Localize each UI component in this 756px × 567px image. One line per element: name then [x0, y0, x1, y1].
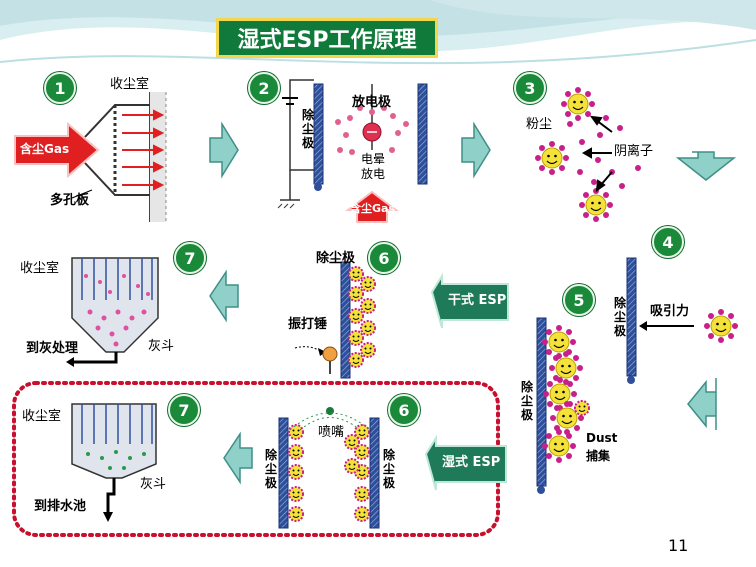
page-number: 11: [668, 536, 689, 555]
wet6-collector-left-label: 除尘极: [264, 448, 277, 490]
step6-collector-label: 除尘极: [316, 251, 356, 266]
wet6-collector-right-label: 除尘极: [382, 448, 395, 490]
slide-title: 湿式ESP工作原理: [216, 18, 438, 58]
step-number-6-dry: 6: [368, 242, 400, 274]
step1-gas-label: 含尘Gas: [20, 142, 70, 156]
step-number-1: 1: [44, 72, 76, 104]
wet6-nozzle-label: 喷嘴: [318, 425, 345, 440]
step2-gas-label: 含尘Gas: [350, 202, 395, 215]
step2-collector-label: 除尘极: [301, 108, 314, 150]
step7-hopper-label: 灰斗: [148, 339, 175, 354]
wet7-drain-label: 到排水池: [34, 499, 87, 514]
wet7-hopper-label: 灰斗: [140, 477, 167, 492]
step-number-7-dry: 7: [174, 242, 206, 274]
step2-electrode-label: 放电极: [352, 95, 392, 110]
step1-plate-label: 多孔板: [50, 193, 90, 208]
step-number-5: 5: [563, 284, 595, 316]
step-number-7-wet: 7: [168, 394, 200, 426]
wet7-room-label: 收尘室: [22, 409, 62, 424]
step6-hammer-label: 振打锤: [288, 317, 328, 332]
step4-graphic: [626, 257, 739, 384]
step1-room-label: 收尘室: [110, 77, 150, 92]
step-number-3: 3: [514, 72, 546, 104]
step-number-6-wet: 6: [388, 394, 420, 426]
step4-force-label: 吸引力: [650, 304, 690, 319]
step7-dry-graphic: [66, 257, 159, 367]
step5-collector-label: 除尘极: [520, 380, 533, 422]
wet-esp-badge: 湿式 ESP: [442, 455, 501, 470]
flow-arrow-4-5: [687, 378, 717, 430]
step7-wet-graphic: [71, 403, 157, 522]
step2-corona-label: 电晕放电: [360, 152, 385, 181]
dry-esp-badge: 干式 ESP: [448, 293, 507, 308]
step3-ion-label: 阴离子: [614, 144, 654, 159]
step-number-4: 4: [652, 226, 684, 258]
step5-graphic: [536, 317, 590, 494]
flow-arrow-6-7-dry: [209, 269, 239, 323]
esp-type-arrows: [424, 272, 509, 491]
step5-capture-label: 捕集: [586, 449, 611, 463]
flow-arrow-6-7-wet: [223, 431, 253, 485]
step2-graphic: [277, 79, 428, 223]
step6-wet-graphic: [278, 407, 380, 529]
flow-arrow-3-4: [675, 151, 737, 181]
step3-dust-label: 粉尘: [526, 117, 553, 132]
step7-room-label: 收尘室: [20, 261, 60, 276]
step3-graphic: [534, 86, 641, 223]
step1-graphic: [14, 92, 167, 222]
step4-collector-label: 除尘极: [613, 296, 626, 338]
flow-arrow-2-3: [461, 121, 491, 179]
step6-dry-graphic: [294, 261, 376, 379]
flow-arrow-1-2: [209, 121, 239, 179]
step-number-2: 2: [248, 72, 280, 104]
flow-arrows: [209, 121, 737, 485]
step5-dust-label: Dust: [586, 431, 618, 445]
step7-ash-out-label: 到灰处理: [26, 341, 79, 356]
